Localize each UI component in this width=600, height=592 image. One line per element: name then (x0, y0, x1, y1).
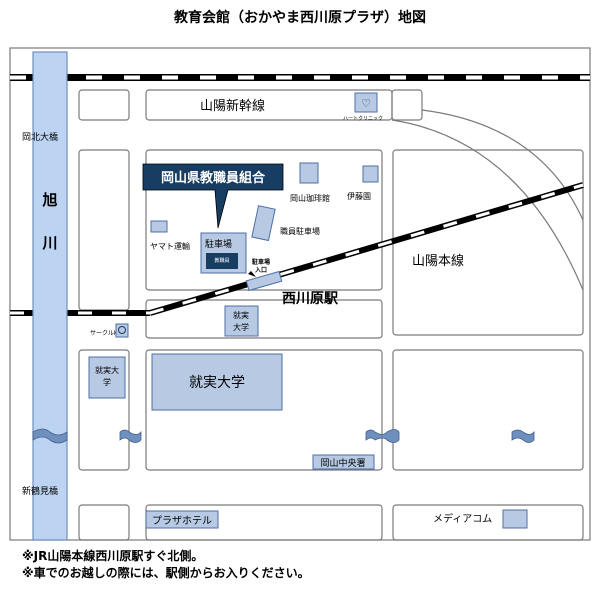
heart-clinic-label: ハートクリニック (343, 116, 383, 122)
parking-entrance-label-2: 入口 (254, 267, 267, 274)
notes: ※JR山陽本線西川原駅すぐ北側。 ※車でのお越しの際には、駅側からお入りください… (22, 548, 310, 582)
media-building (502, 509, 528, 529)
police-label: 岡山中央署 (320, 457, 365, 469)
station-label: 西川原駅 (282, 291, 339, 307)
hotel-building (145, 510, 219, 529)
union-callout: 岡山県教職員組合 (142, 163, 284, 229)
honsen-label: 山陽本線 (412, 253, 464, 269)
shinkansen-line (10, 74, 590, 81)
shujitsu-small-label-2: 大学 (233, 322, 249, 332)
kyoshokuin-building (206, 253, 238, 269)
river-label-1: 旭 (41, 191, 57, 209)
staff-parking-label: 職員駐車場 (280, 226, 320, 236)
bridge-shintsurumi-label: 新鶴見橋 (22, 485, 58, 497)
entrance-arrow-icon (248, 271, 256, 277)
media-label: メディアコム (433, 512, 492, 525)
heart-clinic-building (354, 92, 378, 113)
shujitsu-big-label: 就実大学 (189, 375, 245, 391)
city-blocks (78, 89, 584, 541)
itoen-building (362, 165, 379, 183)
map-title: 教育会館（おかやま西川原プラザ）地図 (174, 9, 426, 26)
parking-entrance-label-1: 駐車場 (252, 258, 270, 266)
heart-icon: ♡ (361, 97, 371, 110)
shinkansen-label: 山陽新幹線 (200, 98, 265, 114)
itoen-label: 伊藤園 (347, 191, 371, 201)
union-label: 岡山県教職員組合 (161, 170, 266, 186)
shujitsu-left-building (88, 356, 126, 399)
curved-road-inner (421, 109, 584, 221)
shujitsu-small-building (224, 305, 259, 337)
parking-label: 駐車場 (205, 238, 232, 250)
shujitsu-left-label-1: 就実大 (95, 365, 119, 375)
circle-k-building (115, 323, 129, 338)
water-symbols (32, 428, 535, 444)
shujitsu-big-building (151, 353, 283, 411)
circle-k-icon (118, 326, 126, 334)
coffee-building (299, 162, 319, 184)
shujitsu-left-label-2: 学 (103, 377, 111, 387)
yamato-label: ヤマト運輸 (150, 241, 190, 251)
police-building (312, 454, 375, 470)
yamato-building (150, 220, 168, 233)
note-1: ※JR山陽本線西川原駅すぐ北側。 (22, 549, 204, 563)
staff-parking-building (251, 205, 276, 242)
station-platform (245, 270, 283, 292)
river-label-2: 川 (41, 234, 57, 252)
circle-k-label: サークルK (90, 330, 119, 337)
bridge-okakita-label: 岡北大橋 (22, 131, 58, 143)
asahi-river (32, 51, 68, 541)
note-2: ※車でのお越しの際には、駅側からお入りください。 (22, 566, 310, 580)
shujitsu-small-label-1: 就実 (233, 310, 249, 320)
coffee-label: 岡山珈琲館 (290, 193, 330, 203)
curved-road (391, 119, 584, 291)
kyoshokuin-label: 教職員 (214, 257, 229, 264)
hotel-label: プラザホテル (152, 515, 212, 527)
